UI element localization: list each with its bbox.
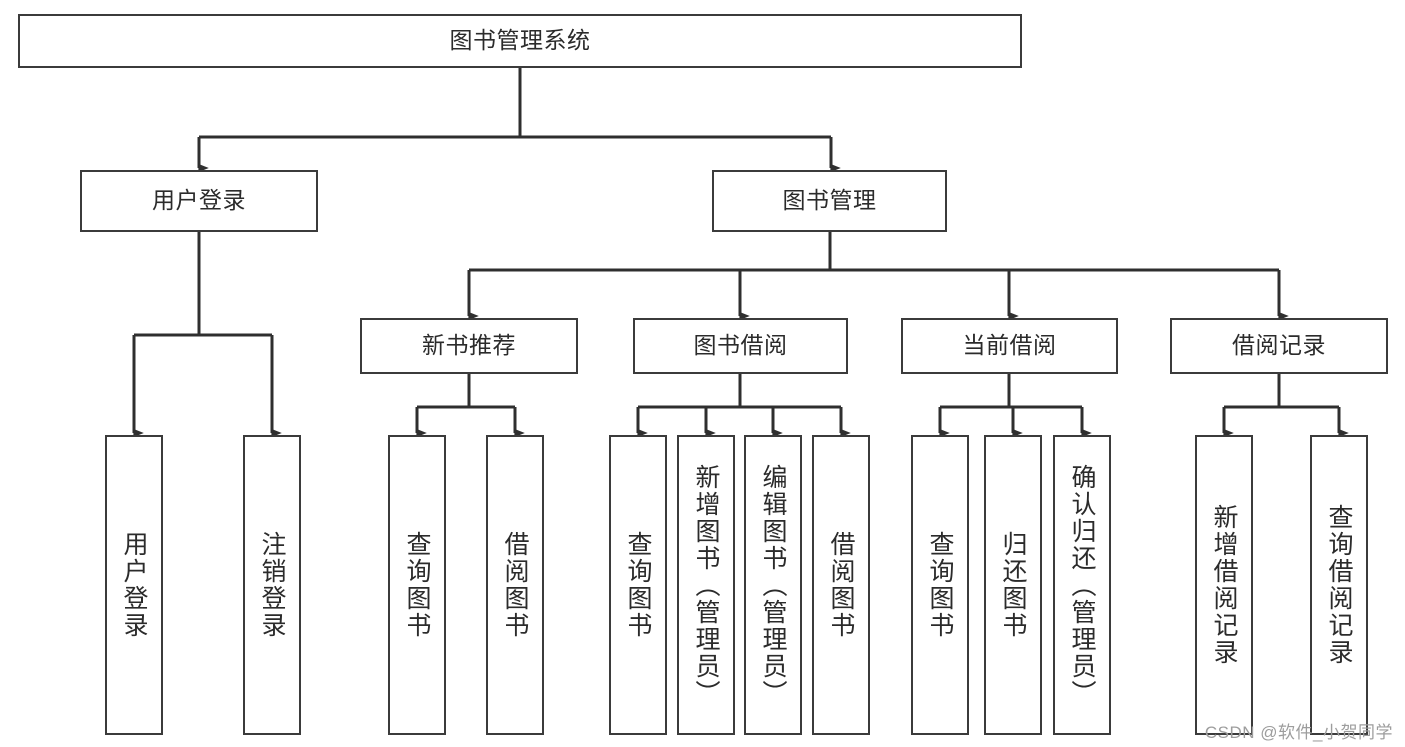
leaf-confirm-return-admin[interactable]: 确认归还（管理员） [1053, 435, 1111, 735]
leaf-query-book-current-label: 查询图书 [926, 531, 954, 639]
leaf-edit-book-admin-label: 编辑图书（管理员） [759, 463, 787, 707]
leaf-return-book[interactable]: 归还图书 [984, 435, 1042, 735]
leaf-confirm-return-admin-label: 确认归还（管理员） [1068, 463, 1096, 707]
node-book-borrow-label: 图书借阅 [693, 332, 788, 359]
node-borrow-record-label: 借阅记录 [1232, 332, 1326, 359]
leaf-add-borrow-record[interactable]: 新增借阅记录 [1195, 435, 1253, 735]
leaf-edit-book-admin[interactable]: 编辑图书（管理员） [744, 435, 802, 735]
leaf-add-book-admin-label: 新增图书（管理员） [692, 463, 720, 707]
leaf-query-borrow-record-label: 查询借阅记录 [1325, 504, 1353, 666]
node-root-label: 图书管理系统 [449, 27, 591, 54]
node-user-login[interactable]: 用户登录 [80, 170, 318, 232]
leaf-query-book-borrow-label: 查询图书 [624, 531, 652, 639]
node-book-management[interactable]: 图书管理 [712, 170, 947, 232]
node-book-borrow[interactable]: 图书借阅 [633, 318, 848, 374]
node-current-borrow[interactable]: 当前借阅 [901, 318, 1118, 374]
leaf-user-login[interactable]: 用户登录 [105, 435, 163, 735]
leaf-add-book-admin[interactable]: 新增图书（管理员） [677, 435, 735, 735]
leaf-query-borrow-record[interactable]: 查询借阅记录 [1310, 435, 1368, 735]
leaf-user-login-label: 用户登录 [120, 531, 148, 639]
node-current-borrow-label: 当前借阅 [962, 332, 1057, 359]
leaf-borrow-book[interactable]: 借阅图书 [812, 435, 870, 735]
leaf-logout-label: 注销登录 [258, 531, 286, 639]
node-user-login-label: 用户登录 [152, 187, 246, 214]
leaf-add-borrow-record-label: 新增借阅记录 [1210, 504, 1238, 666]
leaf-query-book-borrow[interactable]: 查询图书 [609, 435, 667, 735]
leaf-logout[interactable]: 注销登录 [243, 435, 301, 735]
node-root[interactable]: 图书管理系统 [18, 14, 1022, 68]
node-borrow-record[interactable]: 借阅记录 [1170, 318, 1388, 374]
leaf-query-book-rec[interactable]: 查询图书 [388, 435, 446, 735]
leaf-borrow-book-label: 借阅图书 [827, 531, 855, 639]
leaf-borrow-book-rec[interactable]: 借阅图书 [486, 435, 544, 735]
leaf-return-book-label: 归还图书 [999, 531, 1027, 639]
watermark: CSDN @软件_小贺同学 [1204, 723, 1393, 742]
leaf-query-book-rec-label: 查询图书 [403, 531, 431, 639]
leaf-query-book-current[interactable]: 查询图书 [911, 435, 969, 735]
leaf-borrow-book-rec-label: 借阅图书 [501, 531, 529, 639]
node-new-book-recommend-label: 新书推荐 [422, 332, 516, 359]
node-new-book-recommend[interactable]: 新书推荐 [360, 318, 578, 374]
node-book-management-label: 图书管理 [782, 187, 877, 214]
